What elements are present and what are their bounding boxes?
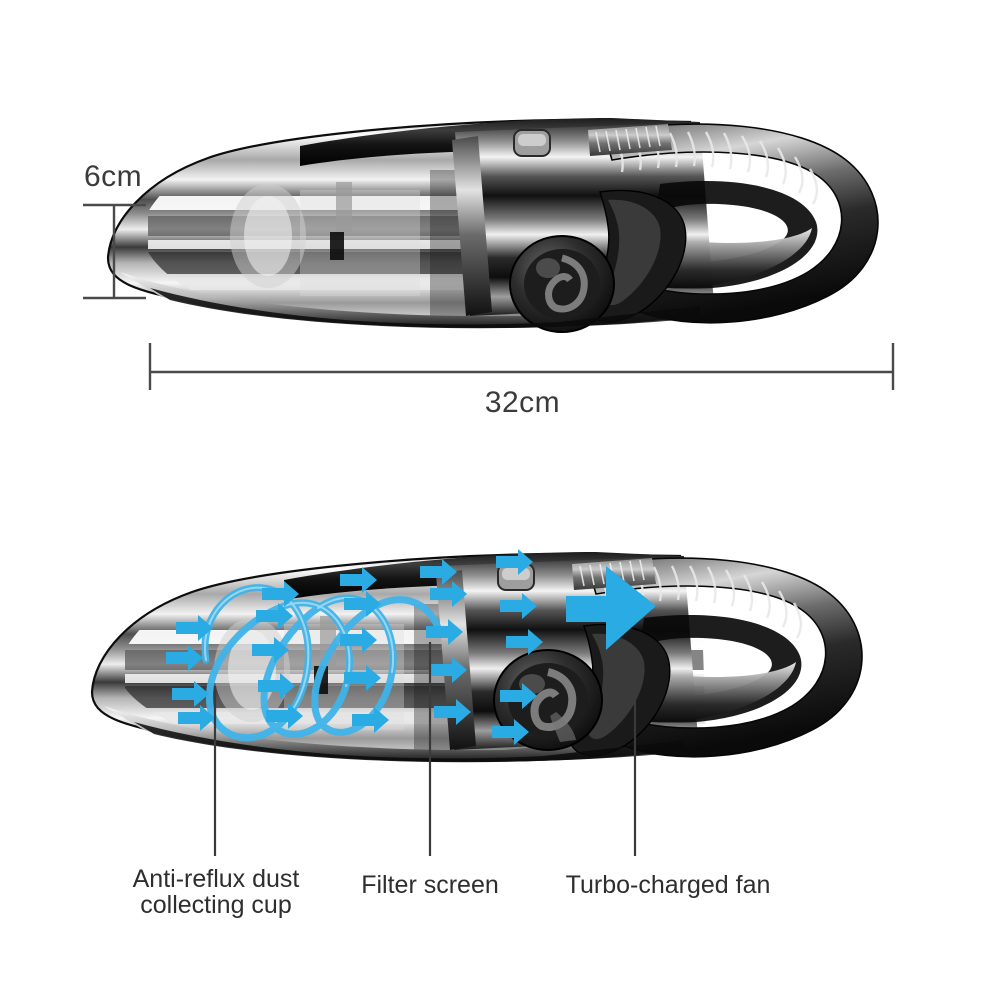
- main-exhaust-arrow: [566, 566, 656, 650]
- callout-label-filter-screen: Filter screen: [361, 871, 499, 899]
- callout-leader-lines: [213, 642, 637, 856]
- callout-label-turbo-charged-fan: Turbo-charged fan: [565, 871, 771, 899]
- length-dimension-marker: [148, 343, 895, 390]
- section-band: [452, 136, 492, 316]
- thumb-grip-lines-2: [579, 559, 645, 587]
- airflow-arrows: [166, 549, 543, 745]
- thumb-grip-lines: [595, 125, 661, 153]
- height-dimension-label: 6cm: [84, 160, 143, 193]
- cyclone-helix: [201, 584, 444, 742]
- turbo-fan-assembly-2: [493, 649, 603, 751]
- height-dimension-marker: [83, 203, 146, 300]
- length-dimension-label: 32cm: [484, 386, 561, 419]
- trigger-grip-highlight: [604, 199, 661, 306]
- airflow-overlay: [166, 549, 656, 745]
- bottom-rim-shadow-2: [134, 722, 684, 763]
- section-band-2: [436, 570, 476, 750]
- callout-label-anti-reflux-dust-collecting-cup: Anti-reflux dust collecting cup: [132, 865, 300, 920]
- power-button-highlight-2: [502, 568, 530, 580]
- bottom-rim-shadow: [150, 288, 700, 329]
- power-button-highlight: [518, 134, 546, 146]
- turbo-fan-assembly: [509, 235, 615, 333]
- trigger-grip-highlight-2: [588, 633, 645, 740]
- top-vacuum-body: [106, 118, 879, 333]
